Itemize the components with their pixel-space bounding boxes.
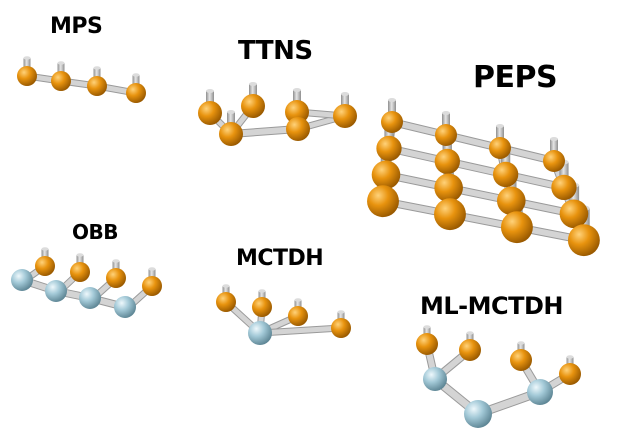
physical-leg-cap bbox=[222, 284, 230, 288]
auxiliary-node bbox=[527, 379, 553, 405]
physical-site bbox=[434, 198, 466, 231]
physical-site bbox=[434, 148, 460, 175]
physical-site bbox=[333, 104, 357, 128]
physical-leg-cap bbox=[23, 56, 31, 60]
auxiliary-node bbox=[248, 321, 272, 345]
physical-site bbox=[489, 137, 511, 159]
physical-site bbox=[551, 174, 577, 201]
physical-leg-cap bbox=[442, 111, 450, 115]
physical-site bbox=[241, 94, 265, 118]
physical-site bbox=[106, 268, 126, 288]
physical-leg-cap bbox=[93, 66, 101, 70]
physical-leg-cap bbox=[112, 259, 120, 263]
physical-site bbox=[219, 122, 243, 146]
mctdh-label: MCTDH bbox=[236, 246, 324, 271]
ttns-label: TTNS bbox=[238, 36, 313, 66]
physical-site bbox=[198, 101, 222, 125]
physical-leg bbox=[568, 185, 580, 214]
physical-leg-cap bbox=[258, 289, 266, 293]
auxiliary-node bbox=[79, 287, 101, 309]
physical-leg-cap bbox=[132, 73, 140, 77]
physical-site bbox=[381, 111, 403, 133]
peps-label: PEPS bbox=[473, 60, 558, 95]
physical-leg-cap bbox=[566, 355, 574, 359]
physical-site bbox=[17, 66, 37, 86]
physical-site bbox=[371, 160, 401, 190]
auxiliary-node bbox=[11, 269, 33, 291]
physical-site bbox=[496, 186, 526, 216]
physical-site bbox=[367, 185, 399, 218]
physical-site bbox=[51, 71, 71, 91]
physical-leg-cap bbox=[57, 61, 65, 65]
auxiliary-node bbox=[423, 367, 447, 391]
physical-site bbox=[216, 292, 236, 312]
physical-site bbox=[142, 276, 162, 296]
physical-site bbox=[35, 256, 55, 276]
physical-site bbox=[252, 297, 272, 317]
physical-site bbox=[510, 349, 532, 371]
physical-leg-cap bbox=[41, 247, 49, 251]
physical-leg-cap bbox=[550, 137, 558, 141]
physical-leg bbox=[506, 172, 517, 201]
mps-label: MPS bbox=[50, 14, 103, 39]
physical-leg bbox=[559, 162, 569, 188]
physical-site bbox=[492, 161, 519, 188]
physical-leg-cap bbox=[517, 341, 525, 345]
bond bbox=[257, 325, 344, 336]
physical-site bbox=[559, 363, 581, 385]
physical-site bbox=[543, 150, 565, 172]
physical-site bbox=[87, 76, 107, 96]
physical-leg-cap bbox=[466, 331, 474, 335]
physical-site bbox=[459, 339, 481, 361]
physical-site bbox=[567, 224, 600, 257]
physical-leg-cap bbox=[423, 325, 431, 329]
physical-site bbox=[70, 262, 90, 282]
auxiliary-node bbox=[45, 280, 67, 302]
physical-leg-cap bbox=[249, 82, 257, 86]
physical-site bbox=[285, 100, 309, 124]
physical-leg-cap bbox=[341, 92, 349, 96]
physical-leg-cap bbox=[293, 88, 301, 92]
physical-leg-cap bbox=[337, 310, 345, 314]
physical-leg-cap bbox=[496, 124, 504, 128]
physical-leg-cap bbox=[206, 89, 214, 93]
physical-leg-cap bbox=[388, 98, 396, 102]
physical-site bbox=[416, 333, 438, 355]
auxiliary-node bbox=[464, 400, 492, 428]
obb-label: OBB bbox=[72, 220, 119, 244]
physical-leg-cap bbox=[294, 298, 302, 302]
physical-leg-cap bbox=[227, 110, 235, 114]
physical-site bbox=[435, 124, 457, 146]
physical-site bbox=[126, 83, 146, 103]
physical-site bbox=[559, 199, 589, 229]
ml-mctdh-label: ML-MCTDH bbox=[420, 292, 564, 320]
physical-site bbox=[434, 173, 463, 203]
physical-leg-cap bbox=[76, 253, 84, 257]
physical-site bbox=[376, 135, 402, 162]
physical-leg-cap bbox=[148, 267, 156, 271]
physical-site bbox=[288, 306, 308, 326]
auxiliary-node bbox=[114, 296, 136, 318]
physical-site bbox=[500, 211, 533, 244]
physical-site bbox=[331, 318, 351, 338]
physical-site bbox=[286, 117, 310, 141]
